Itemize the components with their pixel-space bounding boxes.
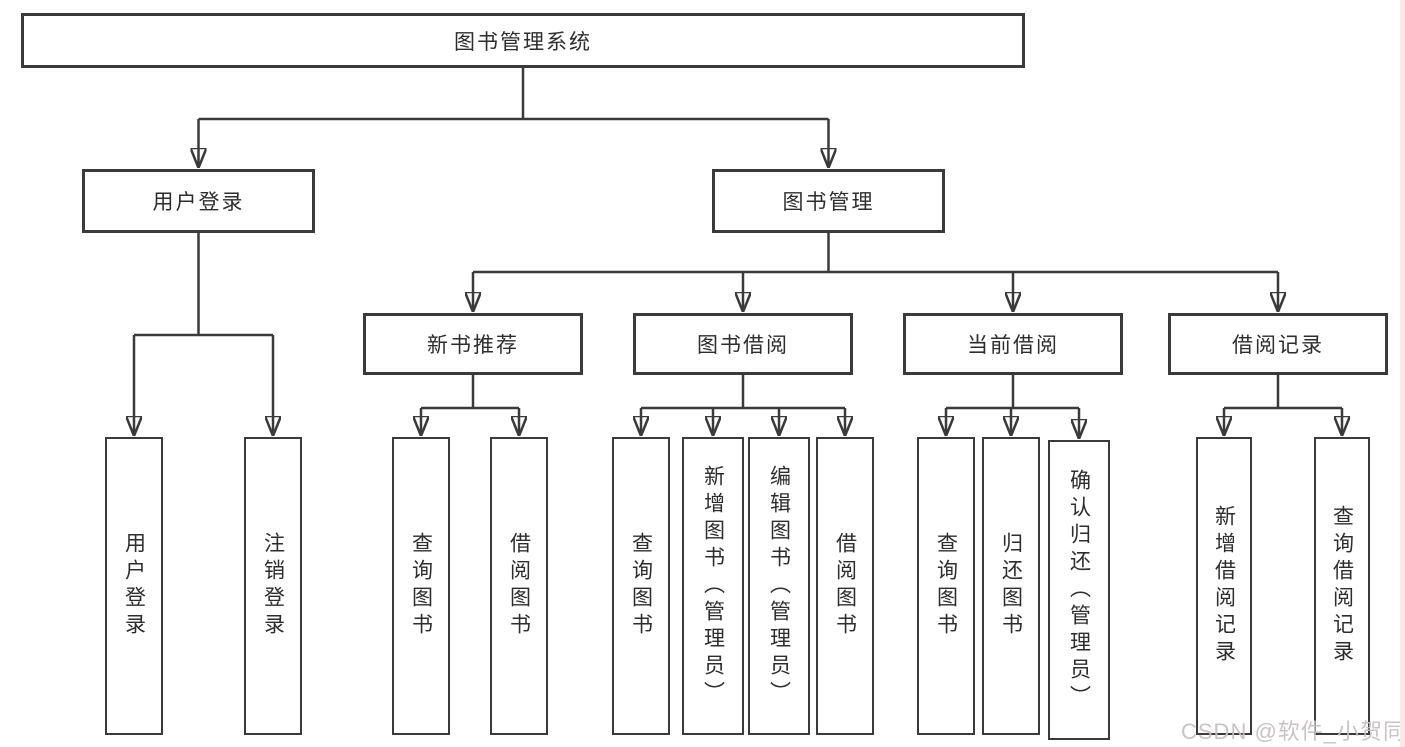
leaf-label: 用户登录	[122, 532, 146, 640]
node-label: 新书推荐	[427, 334, 519, 357]
connector-current-to-leaves	[946, 375, 1079, 438]
leaf-label: 注销登录	[261, 532, 285, 640]
leaf-borrow-books-1: 借阅图书	[490, 437, 548, 735]
leaf-query-books-2: 查询图书	[612, 437, 670, 735]
leaf-query-books-3: 查询图书	[917, 437, 975, 735]
connector-userlogin-to-leaves	[134, 233, 273, 435]
node-label: 图书管理	[782, 191, 875, 214]
leaf-query-borrow-record: 查询借阅记录	[1314, 437, 1370, 735]
connector-records-to-leaves	[1224, 375, 1342, 435]
leaf-label: 查询借阅记录	[1330, 505, 1354, 667]
node-label: 借阅记录	[1232, 334, 1324, 357]
csdn-watermark: CSDN @软件_小贺同学	[1181, 719, 1405, 744]
leaf-confirm-return-admin: 确认归还（管理员）	[1048, 440, 1110, 740]
node-label: 当前借阅	[967, 334, 1059, 357]
leaf-label: 借阅图书	[833, 532, 857, 640]
node-book-borrowing: 图书借阅	[633, 313, 853, 375]
leaf-label: 编辑图书（管理员）	[767, 464, 791, 708]
leaf-borrow-books-2: 借阅图书	[816, 437, 874, 735]
node-label: 图书借阅	[697, 334, 789, 357]
leaf-logout: 注销登录	[244, 437, 302, 735]
connector-newbook-to-leaves	[421, 375, 519, 435]
leaf-label: 新增借阅记录	[1212, 505, 1236, 667]
node-borrowing-records: 借阅记录	[1168, 313, 1388, 375]
right-edge-tint	[1400, 0, 1405, 747]
leaf-label: 查询图书	[629, 532, 653, 640]
leaf-label: 新增图书（管理员）	[701, 464, 725, 708]
node-user-login: 用户登录	[82, 169, 315, 233]
leaf-add-borrow-record: 新增借阅记录	[1196, 437, 1252, 735]
leaf-label: 归还图书	[999, 532, 1023, 640]
node-library-management-system: 图书管理系统	[21, 13, 1025, 68]
node-current-borrowing: 当前借阅	[903, 313, 1123, 375]
leaf-return-books: 归还图书	[982, 437, 1040, 735]
leaf-label: 查询图书	[409, 532, 433, 640]
leaf-label: 查询图书	[934, 532, 958, 640]
node-book-management: 图书管理	[712, 169, 945, 233]
leaf-user-login: 用户登录	[105, 437, 163, 735]
leaf-edit-books-admin: 编辑图书（管理员）	[748, 437, 810, 735]
node-new-book-recommendation: 新书推荐	[363, 313, 583, 375]
leaf-label: 借阅图书	[507, 532, 531, 640]
connector-borrow-to-leaves	[641, 375, 845, 435]
connector-bookmgmt-to-level3	[473, 233, 1278, 311]
leaf-query-books-1: 查询图书	[392, 437, 450, 735]
leaf-label: 确认归还（管理员）	[1067, 468, 1091, 712]
connector-root-to-level2	[199, 68, 829, 167]
node-label: 用户登录	[152, 191, 245, 214]
node-label: 图书管理系统	[454, 30, 592, 54]
leaf-add-books-admin: 新增图书（管理员）	[682, 437, 744, 735]
